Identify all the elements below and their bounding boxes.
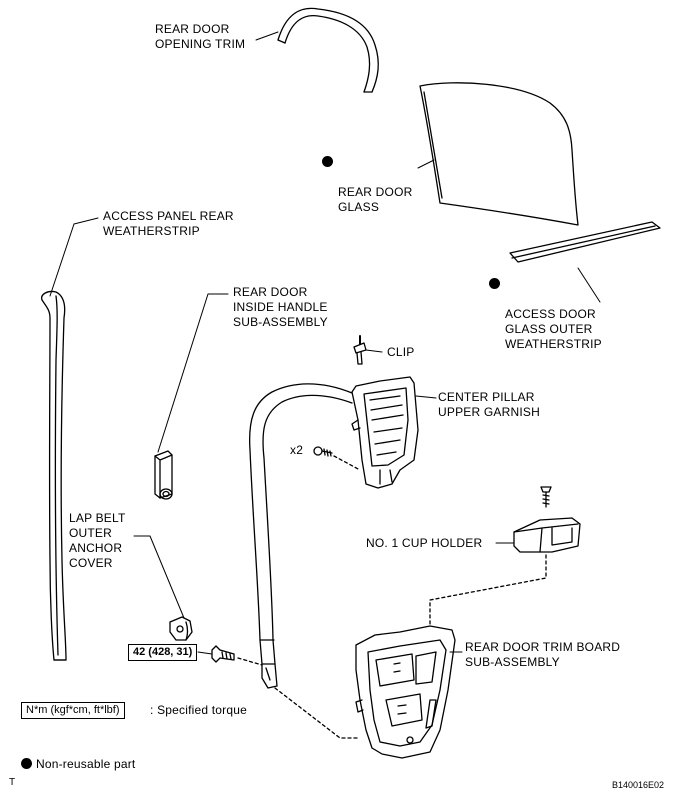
rear-door-glass-part <box>419 82 579 226</box>
access-panel-rear-weatherstrip-part <box>41 290 67 661</box>
no1-cup-holder-part <box>513 517 581 553</box>
rear-door-opening-trim-part <box>277 7 379 93</box>
rear-door-trim-board-label: REAR DOOR TRIM BOARD SUB-ASSEMBLY <box>465 640 621 669</box>
non-reusable-legend-text: Non-reusable part <box>36 757 136 771</box>
clip-part <box>353 335 367 365</box>
non-reusable-dot-icon <box>21 758 32 769</box>
rear-door-glass-text: REAR DOOR GLASS <box>338 185 413 214</box>
torque-value-box: 42 (428, 31) <box>128 644 198 661</box>
belt-leader-line <box>274 687 359 739</box>
access-panel-rear-weatherstrip-label: ACCESS PANEL REAR WEATHERSTRIP <box>103 209 234 238</box>
no1-cup-holder-label: NO. 1 CUP HOLDER <box>366 536 483 550</box>
leader-lines <box>49 31 601 655</box>
rear-door-glass-label: REAR DOOR GLASS <box>322 155 412 230</box>
corner-mark: T <box>9 777 16 788</box>
x2-quantity-label: x2 <box>290 443 304 457</box>
bolt-leader-line <box>237 657 263 666</box>
center-pillar-upper-garnish-label: CENTER PILLAR UPPER GARNISH <box>438 390 540 419</box>
cup-holder-leader-line <box>429 554 547 626</box>
torque-units-box: N*m (kgf*cm, ft*lbf) <box>21 702 125 719</box>
access-door-glass-outer-weatherstrip-part <box>509 221 661 263</box>
figure-code: B140016E02 <box>612 780 665 790</box>
seat-belt-part <box>248 383 353 689</box>
screw-leader-line <box>333 455 361 471</box>
lap-belt-outer-anchor-cover-part <box>169 616 193 641</box>
non-reusable-legend: Non-reusable part <box>21 742 135 772</box>
anchor-bolt-part <box>211 645 235 663</box>
lap-belt-outer-anchor-cover-label: LAP BELT OUTER ANCHOR COVER <box>69 511 126 570</box>
access-door-glass-outer-weatherstrip-text: ACCESS DOOR GLASS OUTER WEATHERSTRIP <box>505 307 602 351</box>
garnish-screws-part <box>313 446 333 457</box>
rear-door-opening-trim-label: REAR DOOR OPENING TRIM <box>155 22 246 51</box>
clip-label: CLIP <box>387 345 415 359</box>
non-reusable-dot-icon <box>322 156 333 167</box>
rear-door-inside-handle-label: REAR DOOR INSIDE HANDLE SUB-ASSEMBLY <box>233 285 328 329</box>
rear-door-inside-handle-part <box>154 450 173 500</box>
access-door-glass-outer-weatherstrip-label: ACCESS DOOR GLASS OUTER WEATHERSTRIP <box>489 277 602 367</box>
center-pillar-upper-garnish-part <box>351 376 419 489</box>
cup-holder-screw-part <box>540 486 552 508</box>
non-reusable-dot-icon <box>489 278 500 289</box>
torque-units-text: : Specified torque <box>150 703 247 717</box>
rear-door-trim-board-part <box>355 625 456 759</box>
